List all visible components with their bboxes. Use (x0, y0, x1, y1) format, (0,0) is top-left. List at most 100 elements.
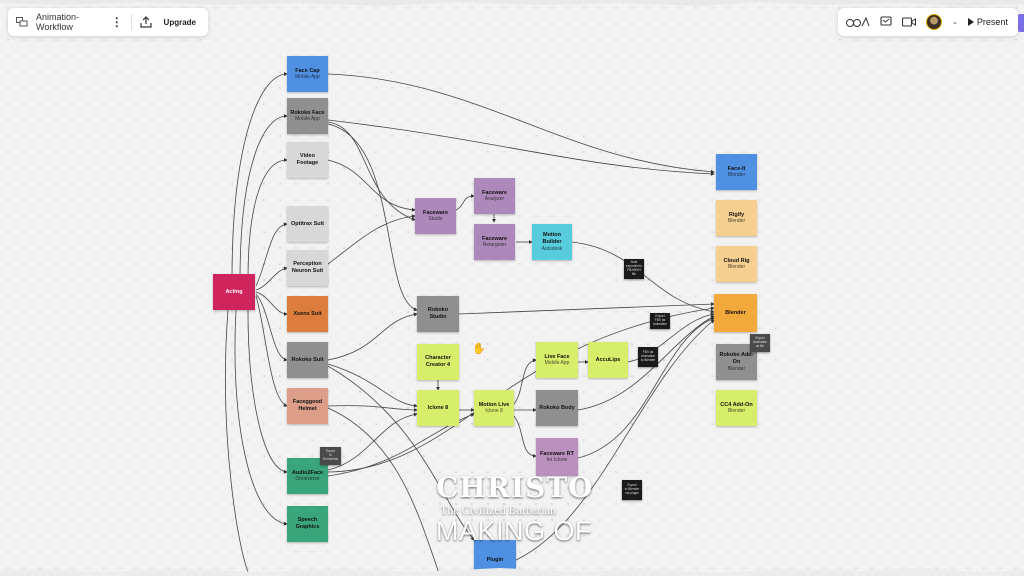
node-subtitle: Omniverse (295, 476, 320, 483)
node-rokoko-face[interactable]: Rokoko Face Mobile App (287, 98, 328, 134)
node-live-face[interactable]: Live Face Mobile App (536, 342, 578, 378)
node-title: Video Footage (296, 153, 319, 166)
video-call-icon[interactable] (902, 17, 916, 27)
node-rokoko-suit[interactable]: Rokoko Suit (287, 342, 328, 378)
node-faceware-retargeter[interactable]: Faceware Retargeter (474, 224, 515, 260)
comment-icon[interactable] (880, 16, 892, 28)
node-motion-live[interactable]: Motion Live Iclone 8 (474, 390, 514, 426)
node-faceware-studio[interactable]: Faceware Studio (415, 198, 456, 234)
connector (327, 306, 715, 473)
connector (327, 214, 416, 265)
node-subtitle: Blender (727, 218, 746, 225)
note-card[interactable]: Export FBX as Animation (650, 313, 670, 329)
connector (255, 266, 288, 291)
node-optitrax-suit[interactable]: Optitrax Suit (287, 206, 328, 242)
watermark: CHRISTO The Civilized Barbarian MAKING O… (436, 474, 596, 545)
node-rigify[interactable]: Rigify Blender (716, 200, 757, 236)
node-character-creator[interactable]: Character Creator 4 (417, 344, 459, 380)
divider (130, 14, 132, 30)
node-title: Rokoko Body (539, 404, 575, 411)
chevron-down-icon[interactable]: ⌄ (952, 19, 958, 26)
play-icon (967, 18, 974, 26)
node-faceware-rt[interactable]: Faceware RT for Iclone (536, 438, 578, 476)
node-subtitle: Blender (727, 172, 746, 179)
more-options-icon[interactable]: ⋮ (110, 15, 123, 29)
connector (327, 413, 475, 477)
node-title: Faceware (422, 209, 449, 216)
note-card[interactable]: Export to Omniverse (320, 447, 341, 465)
node-face-it[interactable]: Face-It Blender (716, 154, 757, 190)
connector (515, 319, 715, 561)
node-faceggood-helmet[interactable]: Faceggood Helmet (287, 388, 328, 424)
collaboration-toolbar: ⌄ Present (838, 8, 1018, 36)
connector (239, 114, 288, 281)
node-title: AccuLips (595, 356, 621, 363)
node-title: Faceware RT (540, 450, 574, 457)
node-subtitle: Mobile App (295, 116, 320, 123)
note-card[interactable]: FBX as Animation to Blender (638, 347, 658, 367)
board-title[interactable]: Animation-Workflow (36, 12, 80, 32)
connector (327, 121, 416, 221)
connector (577, 317, 715, 459)
node-audio2face[interactable]: Audio2Face Omniverse (287, 458, 328, 494)
node-xsens-suit[interactable]: Xsens Suit (287, 296, 328, 332)
connector (327, 312, 418, 361)
upgrade-button[interactable]: Upgrade (163, 17, 196, 27)
node-title: Cloud Rig (723, 257, 750, 264)
node-acting[interactable]: Acting (213, 274, 255, 310)
node-subtitle: for Iclone (546, 457, 568, 464)
node-subtitle: Blender (727, 365, 746, 372)
node-faceware-analyzer[interactable]: Faceware Analyzer (474, 178, 515, 214)
connector (513, 358, 537, 405)
node-subtitle: Blender (727, 408, 746, 415)
hand-cursor-icon: ✋ (472, 343, 486, 355)
node-title: Character Creator 4 (425, 355, 451, 368)
share-upload-icon[interactable] (139, 16, 152, 28)
reactions-icon[interactable] (846, 16, 870, 28)
connector (234, 309, 288, 526)
node-subtitle: Blender (727, 264, 746, 271)
torn-paper-edge-bottom (0, 568, 1024, 576)
node-acculips[interactable]: AccuLips (588, 342, 628, 378)
node-video-footage[interactable]: Video Footage (287, 142, 328, 178)
connector (327, 159, 416, 212)
board-icon[interactable] (16, 17, 28, 27)
node-blender[interactable]: Blender (714, 294, 757, 332)
present-label: Present (976, 17, 1008, 27)
node-title: Rigify (728, 211, 745, 218)
connector (231, 72, 288, 281)
node-title: Motion Builder (542, 232, 562, 245)
node-rokoko-body[interactable]: Rokoko Body (536, 390, 578, 426)
node-face-cap[interactable]: Face Cap Mobile App (287, 56, 328, 92)
node-subtitle: Mobile App (544, 360, 570, 367)
node-cloud-rig[interactable]: Cloud Rig Blender (716, 246, 757, 282)
connector (571, 241, 715, 314)
connector (627, 312, 715, 363)
node-subtitle: Autodesk (541, 245, 563, 252)
side-panel-tab[interactable] (1018, 14, 1024, 32)
node-iclone[interactable]: Iclone 8 (417, 390, 459, 426)
watermark-title: CHRISTO (436, 471, 594, 504)
connector (327, 123, 418, 312)
node-rokoko-addon[interactable]: Rokoko Add-On Blender (716, 344, 757, 380)
node-perception-neuron[interactable]: Perception Neuron Suit (287, 250, 328, 286)
node-title: Live Face (544, 353, 570, 360)
connector (327, 407, 441, 576)
present-button[interactable]: Present (967, 17, 1008, 27)
note-card[interactable]: Note exported to FBX/BVH file (624, 259, 644, 279)
node-title: Perception Neuron Suit (291, 261, 324, 274)
node-title: CC4 Add-On (720, 401, 753, 408)
node-title: Faceware (481, 235, 508, 242)
node-rokoko-studio[interactable]: Rokoko Studio (417, 296, 459, 332)
torn-paper-edge-top (0, 0, 1024, 6)
connector (577, 315, 715, 411)
node-speech-graphics[interactable]: Speech Graphics (287, 506, 328, 542)
node-title: Iclone 8 (427, 404, 449, 411)
note-card[interactable]: Export Animation as file (750, 334, 770, 352)
user-avatar[interactable] (926, 14, 942, 30)
node-cc4-addon[interactable]: CC4 Add-On Blender (716, 390, 757, 426)
note-card[interactable]: Export to Blender via plugin (622, 480, 642, 500)
node-motion-builder[interactable]: Motion Builder Autodesk (532, 224, 572, 260)
node-title: Audio2Face (291, 469, 324, 476)
